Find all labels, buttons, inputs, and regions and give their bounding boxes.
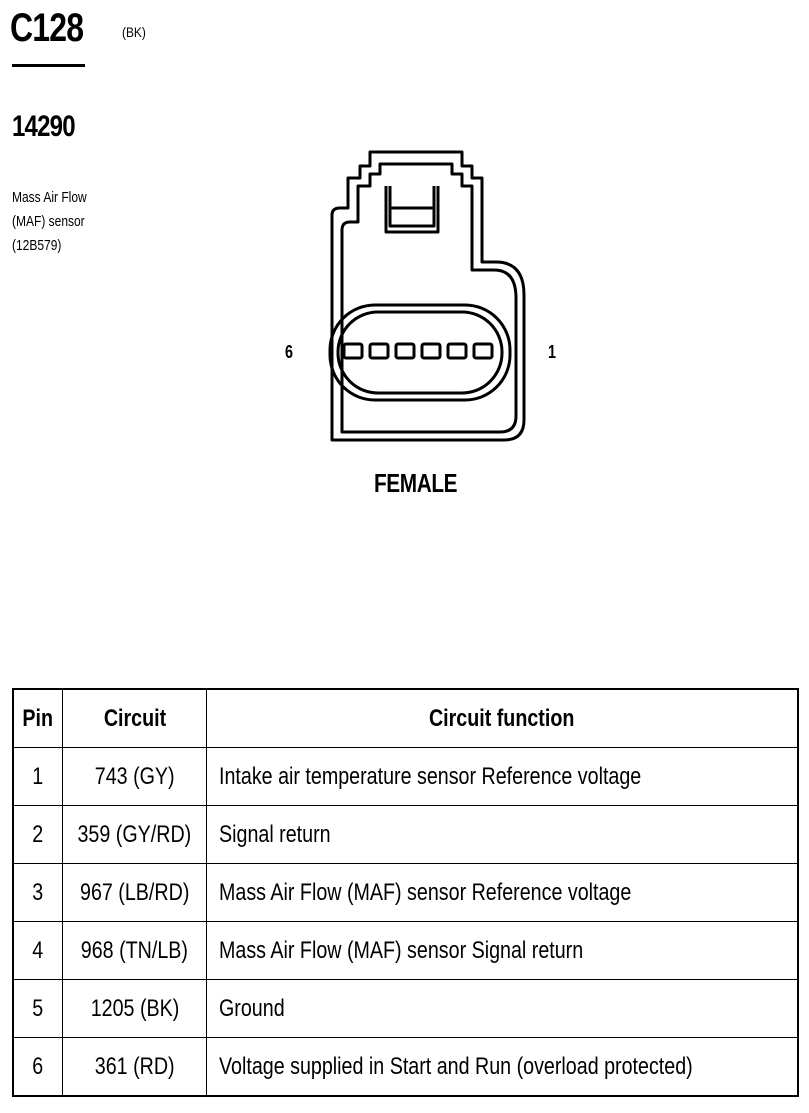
pin-label-left: 6 bbox=[285, 342, 294, 362]
cell-function: Voltage supplied in Start and Run (overl… bbox=[206, 1037, 799, 1097]
pin-terminal bbox=[472, 342, 494, 360]
pin-cavity-inner bbox=[336, 310, 504, 395]
component-description: Mass Air Flow (MAF) sensor (12B579) bbox=[12, 186, 87, 258]
cell-function: Mass Air Flow (MAF) sensor Signal return bbox=[206, 921, 799, 980]
cell-pin: 1 bbox=[12, 747, 64, 806]
cell-pin: 5 bbox=[12, 979, 64, 1038]
connector-header: C128 (BK) bbox=[10, 6, 150, 50]
pin-label-right: 1 bbox=[548, 342, 557, 362]
part-number: 14290 bbox=[12, 110, 76, 143]
cell-circuit: 361 (RD) bbox=[62, 1037, 208, 1097]
cell-circuit: 1205 (BK) bbox=[62, 979, 208, 1038]
connector-latch bbox=[384, 186, 440, 234]
header-circuit: Circuit bbox=[62, 688, 208, 748]
connector-id: C128 bbox=[10, 6, 84, 50]
pin-terminal bbox=[446, 342, 468, 360]
description-line: (MAF) sensor bbox=[12, 213, 85, 230]
connector-inner-housing bbox=[340, 162, 518, 434]
cell-circuit: 967 (LB/RD) bbox=[62, 863, 208, 922]
description-line: Mass Air Flow bbox=[12, 189, 87, 206]
table-header-row: Pin Circuit Circuit function bbox=[12, 688, 799, 748]
pin-terminal bbox=[368, 342, 390, 360]
connector-color: (BK) bbox=[121, 24, 146, 40]
pinout-table: Pin Circuit Circuit function 1 743 (GY) … bbox=[12, 688, 799, 1097]
cell-function: Ground bbox=[206, 979, 799, 1038]
cell-pin: 3 bbox=[12, 863, 64, 922]
cell-circuit: 359 (GY/RD) bbox=[62, 805, 208, 864]
cell-function: Intake air temperature sensor Reference … bbox=[206, 747, 799, 806]
description-line: (12B579) bbox=[12, 237, 62, 254]
header-circuit-function: Circuit function bbox=[206, 688, 799, 748]
cell-function: Mass Air Flow (MAF) sensor Reference vol… bbox=[206, 863, 799, 922]
cell-function: Signal return bbox=[206, 805, 799, 864]
connector-gender-label: FEMALE bbox=[374, 468, 458, 498]
connector-title-row: C128 (BK) bbox=[10, 6, 150, 50]
table-row: 4 968 (TN/LB) Mass Air Flow (MAF) sensor… bbox=[12, 921, 799, 980]
cell-circuit: 968 (TN/LB) bbox=[62, 921, 208, 980]
connector-face-diagram bbox=[328, 150, 526, 442]
cell-pin: 6 bbox=[12, 1037, 64, 1097]
table-row: 5 1205 (BK) Ground bbox=[12, 979, 799, 1038]
pin-terminal bbox=[420, 342, 442, 360]
title-underline bbox=[12, 64, 85, 67]
pin-terminal bbox=[394, 342, 416, 360]
pin-cavity bbox=[328, 303, 512, 402]
connector-outer-housing bbox=[330, 150, 526, 442]
cell-pin: 4 bbox=[12, 921, 64, 980]
pin-terminal bbox=[342, 342, 364, 360]
table-row: 1 743 (GY) Intake air temperature sensor… bbox=[12, 747, 799, 806]
table-row: 3 967 (LB/RD) Mass Air Flow (MAF) sensor… bbox=[12, 863, 799, 922]
table-row: 2 359 (GY/RD) Signal return bbox=[12, 805, 799, 864]
header-pin: Pin bbox=[12, 688, 64, 748]
cell-pin: 2 bbox=[12, 805, 64, 864]
cell-circuit: 743 (GY) bbox=[62, 747, 208, 806]
table-row: 6 361 (RD) Voltage supplied in Start and… bbox=[12, 1037, 799, 1097]
